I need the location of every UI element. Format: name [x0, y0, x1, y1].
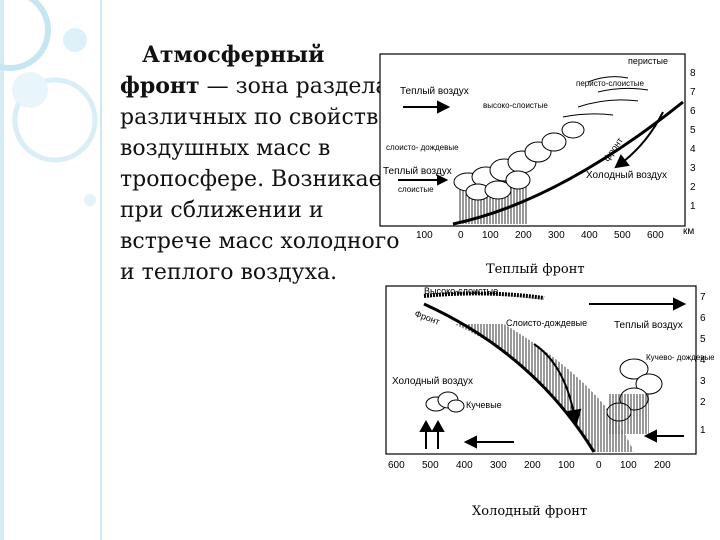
distance-tick: 300	[548, 230, 565, 241]
height-tick: 7	[690, 87, 696, 98]
distance-axis: 600 500 400 300 200 100 0 100 200	[388, 460, 671, 471]
distance-tick: 600	[388, 460, 405, 471]
definition: — зона раздела различных по свойствам во…	[120, 74, 409, 285]
cold-front-diagram: Высоко-слоистые Фронт Слоисто-дождевые Т…	[384, 284, 714, 472]
stratus-label: слоистые	[398, 185, 434, 194]
height-tick: 3	[700, 376, 706, 387]
cold-front-caption: Холодный фронт	[472, 504, 587, 519]
distance-tick: 400	[581, 230, 598, 241]
distance-axis: 100 0 100 200 300 400 500 600 км	[416, 226, 694, 241]
height-tick: 1	[700, 425, 706, 436]
height-axis: 7 6 5 4 3 2 1	[700, 292, 706, 436]
distance-tick: 100	[482, 230, 499, 241]
height-tick: 8	[690, 68, 696, 79]
cumulonimbus-rain	[609, 394, 649, 434]
height-tick: 7	[700, 292, 706, 303]
distance-tick: 500	[422, 460, 439, 471]
height-tick: 5	[700, 334, 706, 345]
altostratus-label: Высоко-слоистые	[424, 286, 498, 296]
height-tick: 4	[700, 355, 706, 366]
distance-tick: 0	[596, 460, 602, 471]
distance-tick: 100	[558, 460, 575, 471]
height-tick: 2	[690, 182, 696, 193]
distance-tick: 200	[515, 230, 532, 241]
warm-front-caption: Теплый фронт	[486, 262, 585, 277]
height-tick: 2	[700, 397, 706, 408]
nimbostratus-label: Слоисто-дождевые	[506, 318, 587, 328]
distance-tick: 600	[647, 230, 664, 241]
warm-front-diagram: Теплый воздух Теплый воздух Холодный воз…	[378, 52, 708, 242]
height-tick: 1	[690, 201, 696, 212]
height-tick: 3	[690, 163, 696, 174]
distance-tick: 500	[614, 230, 631, 241]
height-axis: 8 7 6 5 4 3 2 1	[690, 68, 696, 212]
distance-tick: 0	[458, 230, 464, 241]
height-tick: 6	[690, 106, 696, 117]
distance-tick: 100	[620, 460, 637, 471]
definition-text: Атмосферный фронт — зона раздела различн…	[120, 40, 410, 288]
height-tick: 5	[690, 125, 696, 136]
warm-air-label: Теплый воздух	[614, 320, 683, 331]
distance-tick: 200	[524, 460, 541, 471]
distance-tick: 300	[490, 460, 507, 471]
warm-air-label-top: Теплый воздух	[400, 86, 469, 97]
cold-air-label: Холодный воздух	[392, 376, 473, 387]
height-tick: 4	[690, 144, 696, 155]
warm-air-label-left: Теплый воздух	[383, 166, 452, 177]
altostratus-label: высоко-слоистые	[483, 101, 548, 110]
cirrostratus-label: перисто-слоистые	[576, 79, 644, 88]
distance-tick: 400	[456, 460, 473, 471]
cirrus-label: перистые	[628, 56, 668, 66]
nimbostratus-label: слоисто- дождевые	[386, 143, 459, 152]
cold-air-label: Холодный воздух	[586, 170, 667, 181]
cumulus-label: Кучевые	[466, 400, 502, 410]
distance-unit: км	[683, 226, 694, 237]
distance-tick: 200	[654, 460, 671, 471]
distance-tick: 100	[416, 230, 433, 241]
height-tick: 6	[700, 313, 706, 324]
